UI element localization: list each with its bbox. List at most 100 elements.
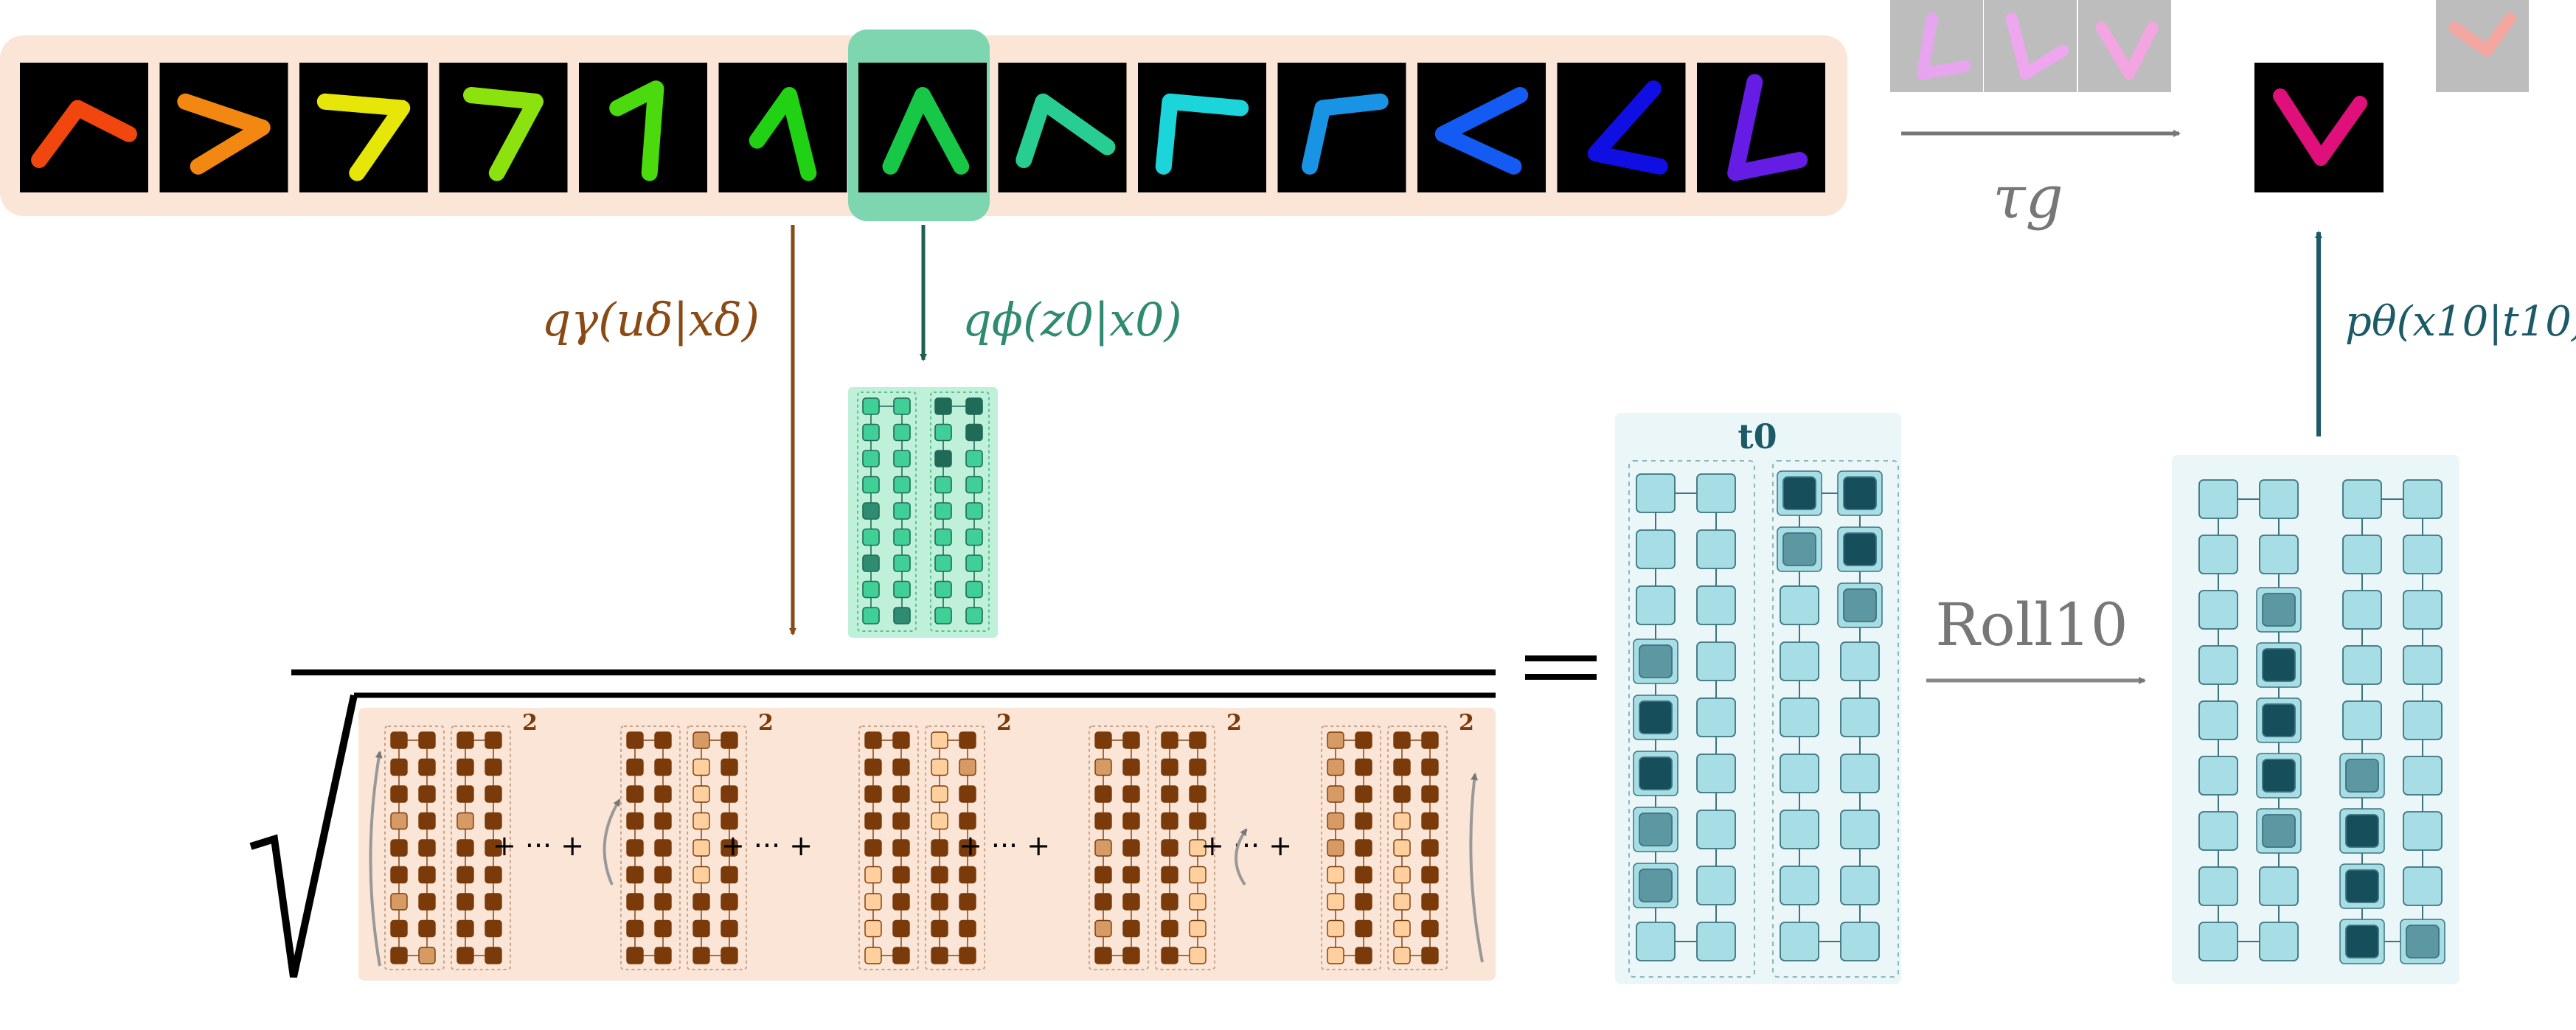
digit-frame-7 (998, 63, 1127, 192)
tensor-core-node (2342, 700, 2382, 740)
z0-panel (848, 387, 998, 638)
tensor-core-node (2262, 593, 2296, 627)
sum-core (692, 731, 738, 964)
z0-group-box (857, 392, 917, 632)
sum-core (1161, 731, 1207, 964)
tensor-core-node (1355, 947, 1372, 964)
tensor-core-0 (2198, 479, 2302, 961)
tensor-core-node (1189, 839, 1207, 857)
tensor-core-node (862, 423, 880, 442)
tensor-core-node (1094, 893, 1112, 911)
tensor-core-node (2403, 479, 2443, 519)
tensor-core-node (1696, 866, 1736, 905)
tensor-core-node (1094, 947, 1112, 964)
tensor-core-node (2403, 590, 2443, 630)
tensor-core-node (1393, 731, 1411, 749)
tensor-core-node (862, 502, 880, 520)
tensor-core-node (2345, 925, 2379, 958)
tensor-core-node (1393, 866, 1411, 884)
core-group-box (1387, 725, 1448, 970)
tensor-core-node (1355, 893, 1372, 911)
tensor-core-node (1421, 812, 1439, 830)
tensor-core-node (2342, 645, 2382, 685)
tensor-core-node (1161, 839, 1178, 857)
t10-panel (2172, 455, 2459, 984)
digit-strip (20, 63, 1825, 192)
digit-frame-background (998, 63, 1127, 192)
digit-stroke (1302, 93, 1389, 175)
tensor-core-node (1421, 839, 1439, 857)
decoded-digit-stroke (2273, 88, 2367, 166)
tensor-core-node (965, 476, 983, 494)
tensor-core-node (934, 423, 952, 442)
tensor-core-node (892, 866, 910, 884)
tensor-core-node (931, 785, 948, 803)
digit-frame-11 (1557, 63, 1686, 192)
digit-stroke (1587, 80, 1668, 175)
tensor-core-node (2403, 535, 2443, 574)
digit-stroke (1016, 93, 1116, 168)
tensor-core-node (965, 450, 983, 467)
tensor-core-node (721, 758, 738, 776)
tensor-core-node (965, 397, 983, 415)
tensor-core-node (1843, 532, 1877, 566)
tensor-core-node (721, 785, 738, 803)
q-gamma-label: qγ(uδ|xδ) (541, 293, 760, 347)
tensor-core-node (2198, 922, 2238, 961)
sum-core (1393, 731, 1439, 964)
digit-frame-3 (439, 63, 568, 192)
tensor-core-node (934, 397, 952, 415)
tensor-core-node (692, 893, 710, 911)
core-group-box (687, 725, 747, 970)
tensor-core-node (1355, 731, 1372, 749)
tensor-core-node (1421, 758, 1439, 776)
tensor-core-node (893, 528, 911, 546)
tensor-core-node (1696, 585, 1736, 625)
core-group-box (1321, 725, 1381, 970)
p-theta-label: pθ(x10|t10) (2345, 298, 2576, 346)
tensor-core-node (934, 554, 952, 572)
tensor-core-node (2262, 814, 2296, 848)
digit-frame-8 (1138, 63, 1266, 192)
tensor-core-node (692, 919, 710, 938)
tensor-core-node (1780, 810, 1819, 849)
tensor-core-node (654, 731, 672, 749)
tensor-core-node (959, 919, 976, 938)
tensor-core-node (1780, 866, 1819, 905)
tensor-core-node (418, 839, 436, 857)
tensor-core-node (934, 528, 952, 546)
z0-core-a (862, 397, 911, 624)
tensor-core-node (1393, 812, 1411, 830)
sum-term-1: 2 (620, 710, 774, 970)
tensor-core-node (390, 839, 408, 857)
tensor-core-node (2259, 922, 2299, 961)
tensor-core-node (2262, 648, 2296, 682)
tensor-core-node (931, 812, 948, 830)
transformed-digit-stroke (2448, 13, 2516, 57)
core-group-box (1155, 725, 1215, 970)
tensor-core-node (1327, 812, 1344, 830)
tensor-core-node (1421, 947, 1439, 964)
tensor-core-node (418, 731, 436, 749)
tensor-core-node (862, 450, 880, 467)
tensor-core-node (1122, 919, 1140, 938)
digit-frame-6 (858, 63, 987, 192)
tensor-core-node (2259, 535, 2299, 574)
shift-arrow (1469, 773, 1484, 963)
tensor-core-node (692, 758, 710, 776)
tensor-core-node (931, 919, 948, 938)
tensor-core-node (654, 893, 672, 911)
tensor-core-node (1122, 758, 1140, 776)
tensor-core-node (1327, 731, 1344, 749)
tensor-core-node (1094, 866, 1112, 884)
tensor-core-node (893, 450, 911, 467)
tensor-core-node (1421, 731, 1439, 749)
tensor-core-node (1327, 919, 1344, 938)
tensor-core-node (1189, 947, 1207, 964)
tensor-core-node (1780, 697, 1819, 737)
tensor-core-node (1421, 866, 1439, 884)
tensor-core-node (2198, 756, 2238, 796)
tensor-core-node (864, 839, 882, 857)
tensor-core-node (864, 893, 882, 911)
